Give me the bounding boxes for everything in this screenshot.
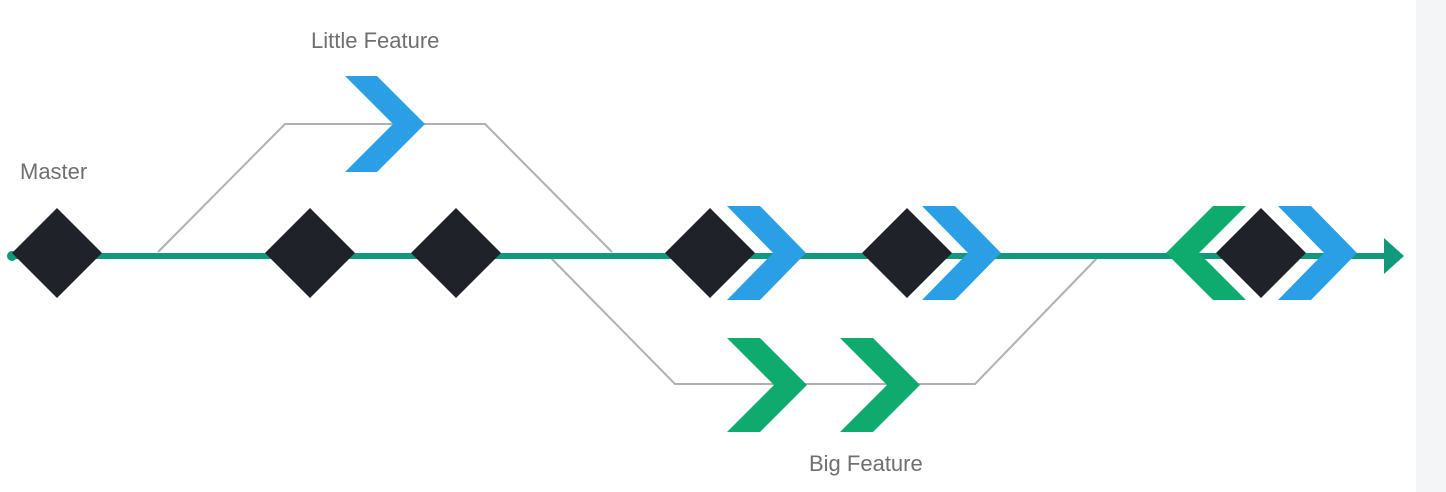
big-feature-chevron	[727, 338, 807, 432]
master-commit-diamond	[12, 208, 102, 298]
big-feature-commits	[727, 206, 1246, 432]
merged-little-feature-chevron	[727, 206, 806, 300]
master-commit-diamond	[265, 208, 355, 298]
big-feature-branch-line	[547, 254, 1101, 385]
merged-little-feature-chevron	[922, 206, 1001, 300]
master-label: Master	[20, 159, 87, 184]
little-feature-branch-line	[157, 123, 613, 253]
master-merge-commit-diamond	[862, 208, 952, 298]
branch-lines	[157, 123, 1101, 385]
master-commits	[12, 208, 1306, 298]
mainline-arrowhead	[1384, 238, 1404, 274]
merged-little-feature-chevron	[1278, 206, 1357, 300]
little-feature-label: Little Feature	[311, 28, 439, 53]
little-feature-commits	[345, 76, 1357, 300]
master-merge-commit-diamond	[665, 208, 755, 298]
big-feature-label: Big Feature	[809, 451, 923, 476]
master-commit-diamond	[411, 208, 501, 298]
little-feature-chevron	[345, 76, 425, 172]
right-edge-shade	[1416, 0, 1446, 492]
master-merge-commit-diamond	[1216, 208, 1306, 298]
merged-big-feature-chevron	[1166, 206, 1246, 300]
big-feature-chevron	[840, 338, 920, 432]
